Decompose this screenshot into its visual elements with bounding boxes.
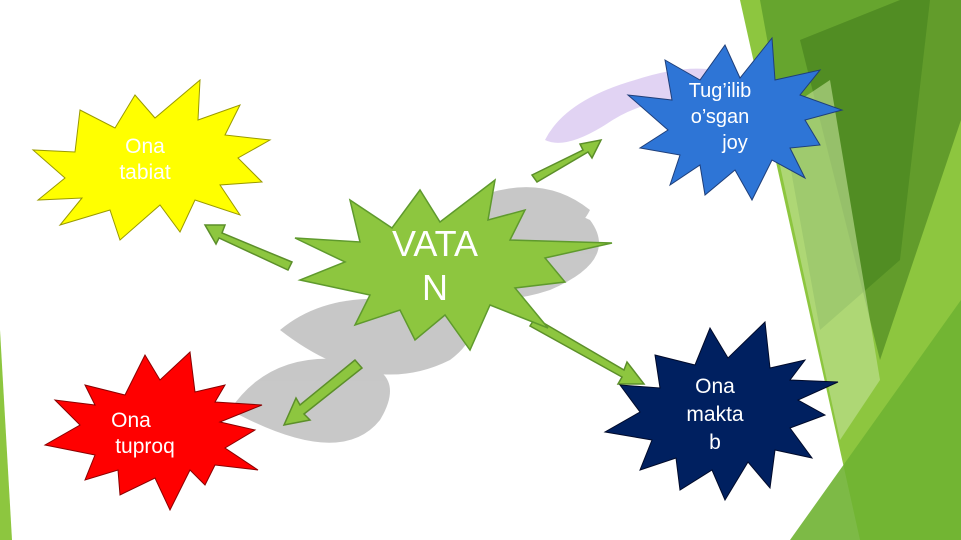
center-star <box>294 178 613 352</box>
tugilib-line-2: o’sgan <box>690 106 750 128</box>
star-tugilib-osgan-joy <box>626 36 844 202</box>
ona-tabiat-line-1: Ona <box>125 135 165 158</box>
ona-maktab-line-3: b <box>709 431 721 454</box>
decor-left-strip <box>0 330 12 540</box>
arrows <box>203 138 646 427</box>
star-ona-tuproq <box>43 350 263 512</box>
node-label-ona-maktab: Ona makta b <box>660 373 770 457</box>
arrow-to-ona-tabiat <box>203 224 294 271</box>
decor-panel-bottom <box>790 300 961 540</box>
arrow-to-ona-tuproq <box>282 358 364 427</box>
star-ona-tabiat <box>31 78 272 241</box>
center-label-line-2: N <box>422 267 448 308</box>
tugilib-line-1: Tug’ilib <box>688 80 752 102</box>
arrow-to-tugilib-joy <box>530 138 603 183</box>
ona-maktab-line-1: Ona <box>695 375 735 398</box>
node-label-ona-tuproq: Ona tuproq <box>90 408 200 460</box>
decor-panel-dark <box>800 0 961 360</box>
center-label-line-1: VATA <box>391 223 478 264</box>
star-ona-maktab <box>603 320 839 502</box>
ona-maktab-line-2: makta <box>686 403 744 426</box>
ona-tuproq-line-2: tuproq <box>115 435 175 458</box>
ona-tuproq-line-1: Ona <box>111 409 151 432</box>
arrow-to-ona-maktab <box>528 316 646 385</box>
ona-tabiat-line-2: tabiat <box>119 161 171 184</box>
tugilib-line-3: joy <box>722 132 748 154</box>
node-label-ona-tabiat: Ona tabiat <box>90 134 200 186</box>
center-label: VATA N <box>370 222 500 310</box>
node-label-tugilib-osgan-joy: Tug’ilib o’sgan joy <box>660 78 780 156</box>
